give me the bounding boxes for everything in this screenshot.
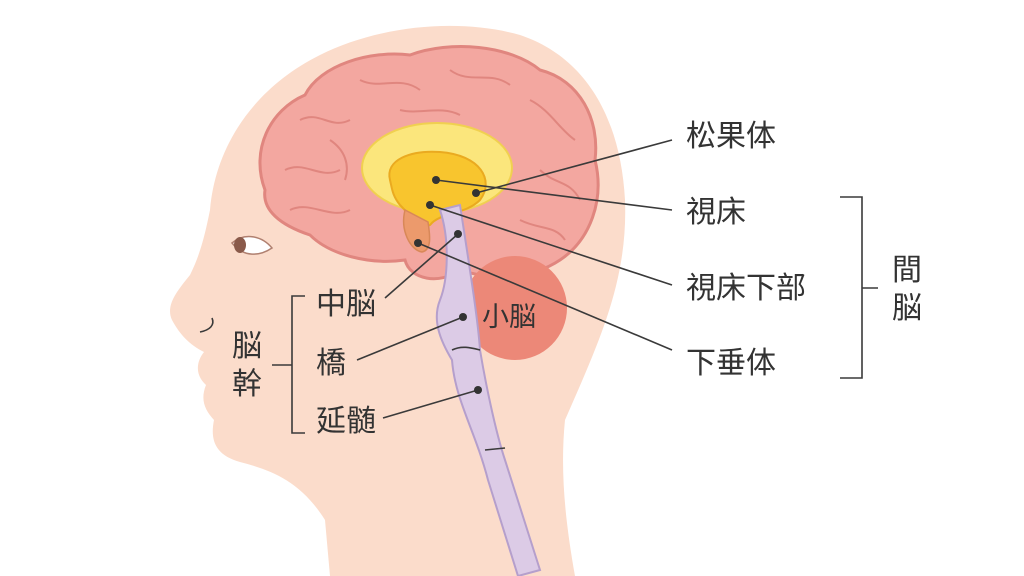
leader-thalamus bbox=[435, 179, 673, 211]
marker-dots bbox=[414, 176, 482, 394]
label-diencephalon-1: 間 bbox=[892, 253, 922, 288]
thalamus bbox=[388, 150, 487, 227]
leader-hypothalamus bbox=[429, 204, 673, 286]
label-cerebellum: 小脳 bbox=[482, 302, 536, 333]
label-pineal: 松果体 bbox=[686, 119, 776, 154]
leader-pituitary bbox=[417, 242, 673, 351]
brain-folds bbox=[284, 69, 581, 241]
pons-divider bbox=[451, 346, 481, 351]
label-brainstem-2: 幹 bbox=[232, 367, 262, 402]
label-thalamus: 視床 bbox=[686, 195, 746, 230]
brainstem bbox=[435, 203, 542, 576]
iris bbox=[234, 237, 246, 253]
leader-pons bbox=[356, 316, 464, 361]
cord-divider bbox=[484, 447, 506, 451]
pituitary bbox=[403, 208, 431, 253]
label-pituitary: 下垂体 bbox=[686, 346, 776, 381]
leader-midbrain bbox=[384, 233, 459, 299]
leader-medulla bbox=[382, 389, 479, 419]
label-hypothalamus: 視床下部 bbox=[686, 271, 806, 306]
diencephalon-bracket bbox=[840, 196, 878, 379]
label-medulla: 延髄 bbox=[316, 404, 376, 439]
label-pons: 橋 bbox=[316, 346, 346, 381]
label-midbrain: 中脳 bbox=[316, 287, 376, 322]
label-brainstem-1: 脳 bbox=[232, 329, 262, 364]
leader-pineal bbox=[475, 139, 673, 194]
cerebellum bbox=[463, 256, 567, 360]
ear-line bbox=[199, 317, 214, 333]
label-diencephalon-2: 脳 bbox=[892, 291, 922, 326]
brainstem-bracket bbox=[272, 295, 305, 434]
